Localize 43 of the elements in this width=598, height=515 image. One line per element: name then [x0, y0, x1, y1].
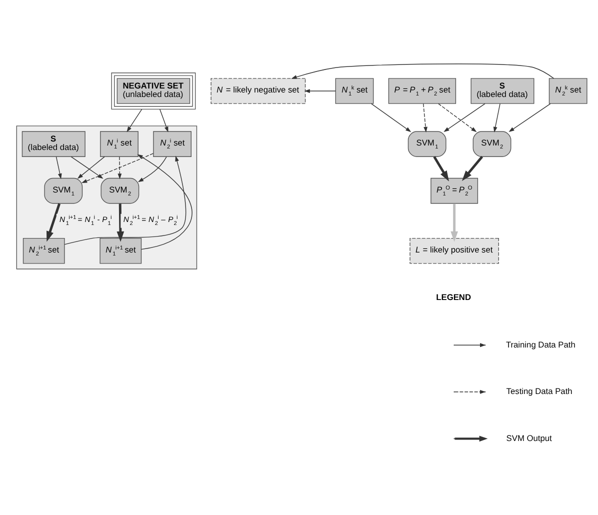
node-box: N = likely negative set	[210, 78, 306, 104]
arrow	[438, 103, 477, 132]
legend-label: SVM Output	[506, 432, 552, 443]
arrow	[81, 153, 154, 183]
legend-label: Training Data Path	[506, 339, 576, 350]
arrow	[118, 156, 122, 180]
node-box: SVM$_{2}$	[100, 178, 140, 204]
arrow	[433, 156, 450, 182]
node-box: L = likely positive set	[410, 238, 499, 264]
arrow	[422, 103, 428, 133]
node-box: N$_{2}$$^{k}$ set	[548, 78, 588, 104]
node-box: NEGATIVE SET (unlabeled data)	[111, 72, 196, 110]
node-box: N$_{1}$$^{i+1}$ set	[100, 238, 142, 264]
node-box: S (labeled data)	[22, 131, 86, 157]
node-box: N$_{1}$$^{i}$ set	[100, 131, 138, 157]
arrow	[46, 203, 61, 242]
node-box: N$_{2}$$^{i}$ set	[153, 131, 192, 157]
arrow	[70, 156, 104, 179]
arrow	[493, 103, 500, 132]
arrow	[77, 156, 105, 179]
node-box: SVM$_{2}$	[472, 131, 512, 157]
legend-label: Testing Data Path	[506, 386, 572, 396]
arrow	[116, 204, 124, 242]
arrow	[291, 64, 554, 79]
arrow	[160, 108, 168, 132]
arrow	[126, 108, 142, 132]
node-box: N$_{1}$$^{k}$ set	[335, 78, 374, 104]
arrow	[56, 156, 62, 180]
node-box: SVM$_{1}$	[408, 131, 446, 157]
arrow	[64, 156, 186, 245]
node-box: P = P$_{1}$ + P$_{2}$ set	[388, 78, 456, 104]
node-box: SVM$_{1}$	[44, 178, 83, 204]
arrow	[138, 156, 167, 182]
arrow	[450, 204, 458, 242]
label: LEGEND	[436, 292, 472, 302]
arrow	[462, 156, 484, 181]
arrow	[508, 103, 551, 132]
node-box: S (labeled data)	[470, 78, 534, 104]
arrow	[137, 154, 192, 250]
arrow	[444, 103, 486, 132]
arrow	[304, 89, 336, 93]
node-box: N$_{2}$$^{i+1}$ set	[22, 238, 65, 264]
arrow	[370, 103, 412, 132]
